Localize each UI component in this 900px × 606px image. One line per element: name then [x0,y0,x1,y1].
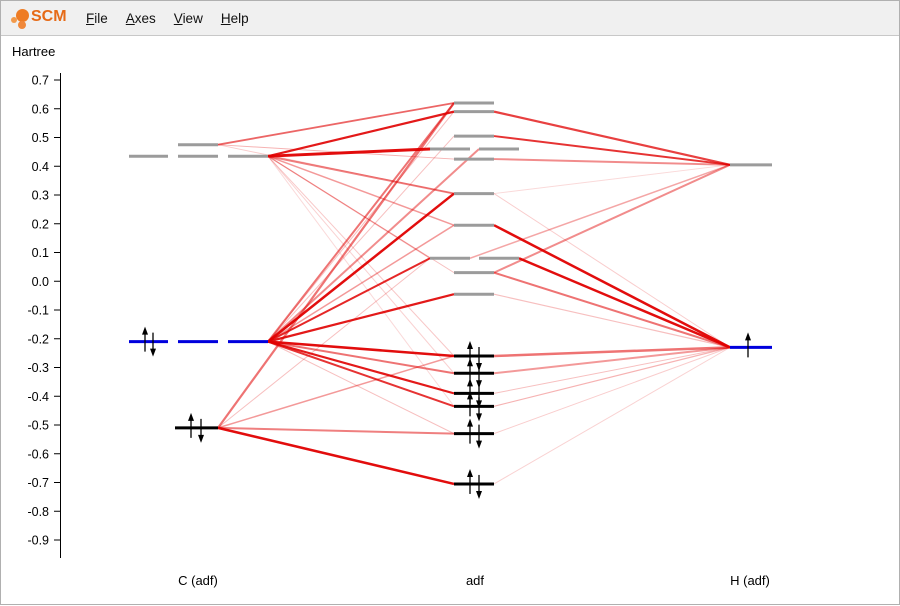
axis-tick-label: 0.3 [32,189,49,203]
spin-up-arrowhead [188,412,194,421]
spin-up-arrowhead [745,332,751,341]
connection-line [217,102,455,146]
connection-line [493,193,731,348]
connection-line [267,340,455,408]
connection-line [267,111,455,342]
axis-tick-label: -0.1 [27,304,49,318]
connection-line [267,135,455,342]
spin-up-arrowhead [467,391,473,400]
connection-line [493,346,731,394]
spin-down-arrowhead [198,434,204,443]
connection-line [493,110,731,166]
axis-tick-label: 0.2 [32,217,49,231]
connection-line [267,155,455,195]
connection-line [217,257,431,429]
connection-line [493,346,731,407]
connection-line [493,346,731,485]
axis-tick-label: 0.1 [32,246,49,260]
connection-line [267,340,455,395]
spin-up-arrowhead [142,326,148,335]
column-label-adf: adf [466,573,484,588]
connection-line [493,163,731,274]
menu-bar: SCM File Axes View Help [1,1,899,36]
scm-logo-text: SCM [31,8,67,25]
axis-tick-label: -0.2 [27,332,49,346]
menu-view[interactable]: View [173,10,203,26]
connection-line [267,340,455,358]
connection-line [267,147,431,158]
column-label-C: C (adf) [178,573,218,588]
spin-up-arrowhead [467,378,473,387]
connection-line [493,271,731,349]
scm-logo-circle [18,21,26,29]
spin-up-arrowhead [467,468,473,477]
spin-up-arrowhead [467,358,473,367]
axis-tick-label: 0.0 [32,275,49,289]
scm-logo-circle [11,17,17,23]
connection-line [217,426,455,435]
axis-tick-label: -0.9 [27,534,49,548]
axis-tick-label: 0.4 [32,160,49,174]
axis-tick-label: -0.8 [27,505,49,519]
connection-line [267,155,455,274]
menu-help[interactable]: Help [220,10,249,26]
connection-line [267,110,455,158]
connection-line [518,257,731,349]
connection-line [267,224,455,343]
axis-tick-label: -0.6 [27,447,49,461]
connection-line [469,164,731,259]
connection-line [493,293,731,348]
spin-up-arrowhead [467,418,473,427]
connection-line [217,355,455,429]
connection-line [267,102,455,343]
connection-line [267,155,455,357]
connection-line [493,164,731,195]
spin-down-arrowhead [476,413,482,422]
connection-line [267,341,455,435]
connection-line [493,346,731,375]
axis-tick-label: -0.3 [27,361,49,375]
connection-line [493,158,731,166]
connection-line [217,102,455,429]
axis-tick-label: 0.6 [32,102,49,116]
scm-logo-circle [16,9,29,22]
axis-tick-label: 0.7 [32,74,49,88]
spin-down-arrowhead [476,490,482,499]
connection-line [493,346,731,358]
axis-tick-label: -0.7 [27,476,49,490]
connection-line [267,155,431,259]
column-label-H: H (adf) [730,573,770,588]
spin-down-arrowhead [476,380,482,389]
scm-logo-icon: SCM [9,6,67,30]
spin-up-arrowhead [467,341,473,349]
menu-file[interactable]: File [86,10,108,26]
connection-line [267,155,455,407]
spin-down-arrowhead [150,348,156,357]
axis-title: Hartree [12,44,55,59]
connection-line [267,155,455,226]
axis-tick-label: -0.4 [27,390,49,404]
connection-line [493,224,731,349]
connection-line [493,135,731,166]
axis-tick-label: -0.5 [27,419,49,433]
spin-down-arrowhead [476,440,482,449]
connection-line [267,257,431,343]
connection-line [267,293,455,343]
connection-line [217,426,455,486]
connection-line [267,155,455,374]
connection-line [267,340,455,375]
menu-axes[interactable]: Axes [125,10,156,26]
axis-tick-label: 0.5 [32,131,49,145]
connection-line [493,346,731,435]
